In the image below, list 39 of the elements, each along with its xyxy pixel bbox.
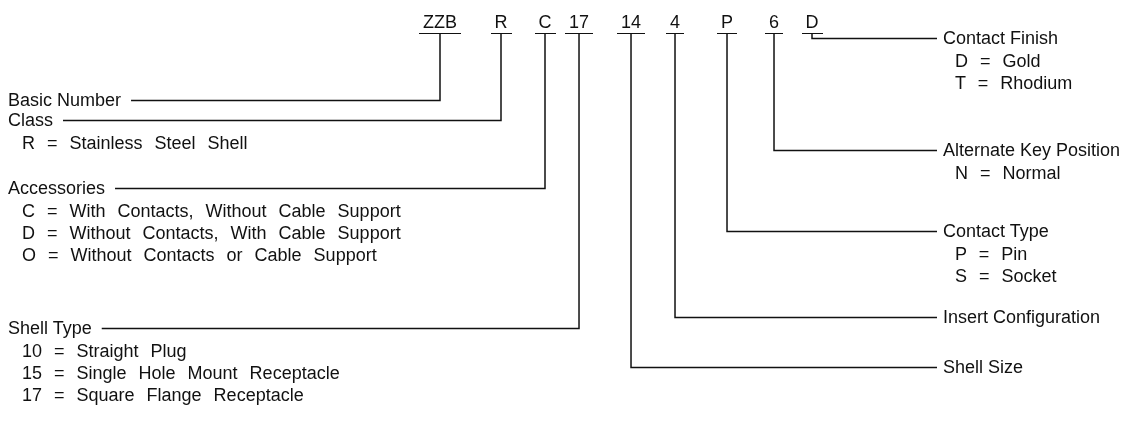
field-heading: Accessories (8, 178, 116, 199)
leader-line (101, 33, 580, 330)
leader-line (811, 33, 938, 40)
option-text: D = Gold (955, 51, 1041, 72)
field-heading: Shell Type (8, 318, 102, 339)
field-heading: Class (8, 110, 63, 131)
leader-line (62, 33, 502, 122)
field-heading: Insert Configuration (937, 307, 1101, 328)
option-text: 10 = Straight Plug (22, 341, 187, 362)
option-text: C = With Contacts, Without Cable Support (22, 201, 401, 222)
option-text: 17 = Square Flange Receptacle (22, 385, 304, 406)
leader-line (114, 33, 546, 190)
option-text: O = Without Contacts or Cable Support (22, 245, 377, 266)
option-text: P = Pin (955, 244, 1028, 265)
code-segment: C (534, 12, 556, 34)
option-text: 15 = Single Hole Mount Receptacle (22, 363, 340, 384)
code-segment: 14 (617, 12, 646, 34)
option-text: N = Normal (955, 163, 1061, 184)
leader-line (630, 33, 938, 369)
code-segment: 4 (666, 12, 684, 34)
field-heading: Contact Finish (937, 28, 1059, 49)
code-segment: 6 (765, 12, 783, 34)
leader-line (130, 33, 441, 102)
option-text: T = Rhodium (955, 73, 1073, 94)
code-segment: D (801, 12, 823, 34)
field-heading: Basic Number (8, 90, 132, 111)
code-segment: R (490, 12, 512, 34)
code-segment: P (717, 12, 737, 34)
code-segment: 17 (565, 12, 594, 34)
option-text: R = Stainless Steel Shell (22, 133, 248, 154)
option-text: D = Without Contacts, With Cable Support (22, 223, 401, 244)
leader-line (674, 33, 938, 319)
option-text: S = Socket (955, 266, 1057, 287)
leader-line (773, 33, 938, 152)
field-heading: Alternate Key Position (937, 140, 1121, 161)
field-heading: Shell Size (937, 357, 1024, 378)
code-segment: ZZB (419, 12, 461, 34)
field-heading: Contact Type (937, 221, 1049, 242)
leader-line (726, 33, 938, 233)
